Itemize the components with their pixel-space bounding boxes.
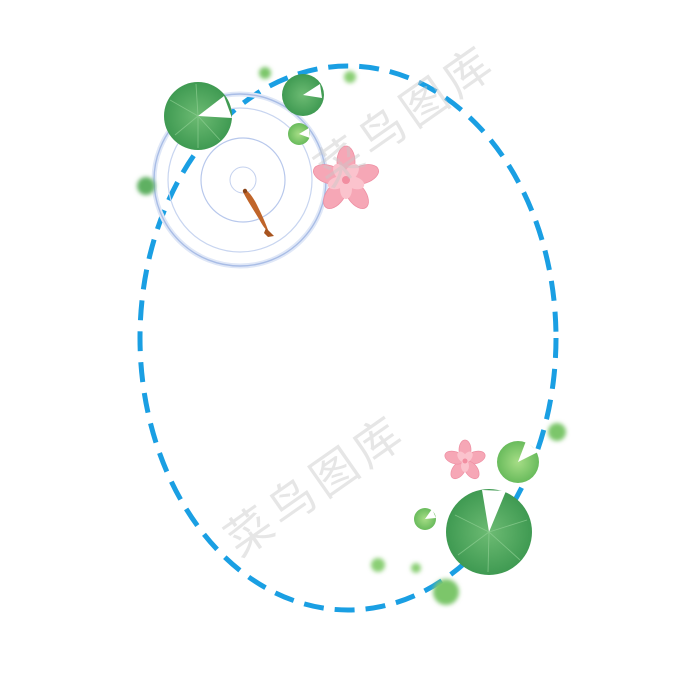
lily-pad-large-bottom [446,489,532,575]
dashed-oval-frame [137,63,559,613]
lily-pad-small-top [282,74,324,116]
blurred-pad [137,177,155,195]
blurred-pad [371,558,385,572]
lily-pad-small-bottom [414,508,436,530]
lily-pad-tiny-top [288,123,310,145]
koi-fish [242,188,274,237]
blurred-pad [548,423,566,441]
blurred-pad [259,67,271,79]
blurred-pad [433,579,459,605]
lotus-flower-top [313,145,379,209]
blurred-pad [344,71,356,83]
blurred-pad [411,563,421,573]
lily-pad-light-right [497,441,539,483]
lily-pad-large-top [164,82,232,150]
lotus-flower-bottom [444,439,486,480]
